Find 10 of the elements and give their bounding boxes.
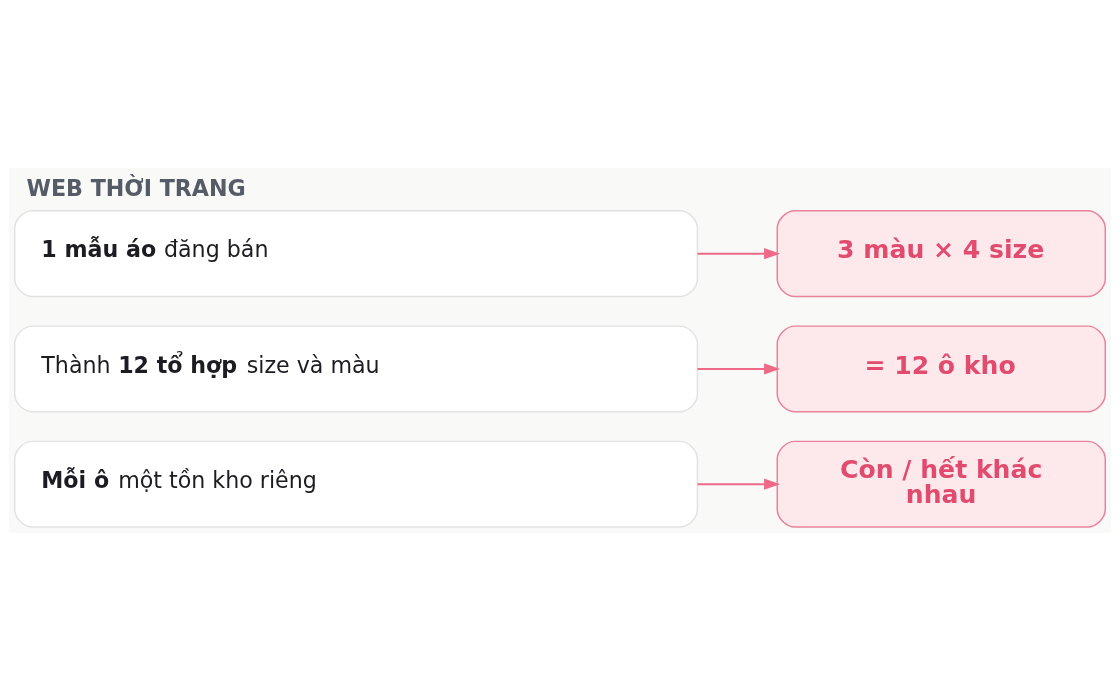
node-box: = 12 ô kho [776, 324, 1106, 413]
node-box: 3 màu × 4 size [776, 209, 1106, 297]
node-box: 1 mẫu áo đăng bán [14, 209, 699, 297]
arrow [697, 247, 781, 259]
arrow [697, 362, 781, 375]
diagram-title: WEB THỜI TRANG [26, 174, 246, 201]
node-box: Thành 12 tổ hợp size và màu [14, 324, 699, 413]
node-box: Mỗi ô một tồn kho riêng [14, 440, 699, 528]
arrow [697, 478, 781, 490]
node-box: Còn / hết khác nhau [776, 440, 1106, 528]
